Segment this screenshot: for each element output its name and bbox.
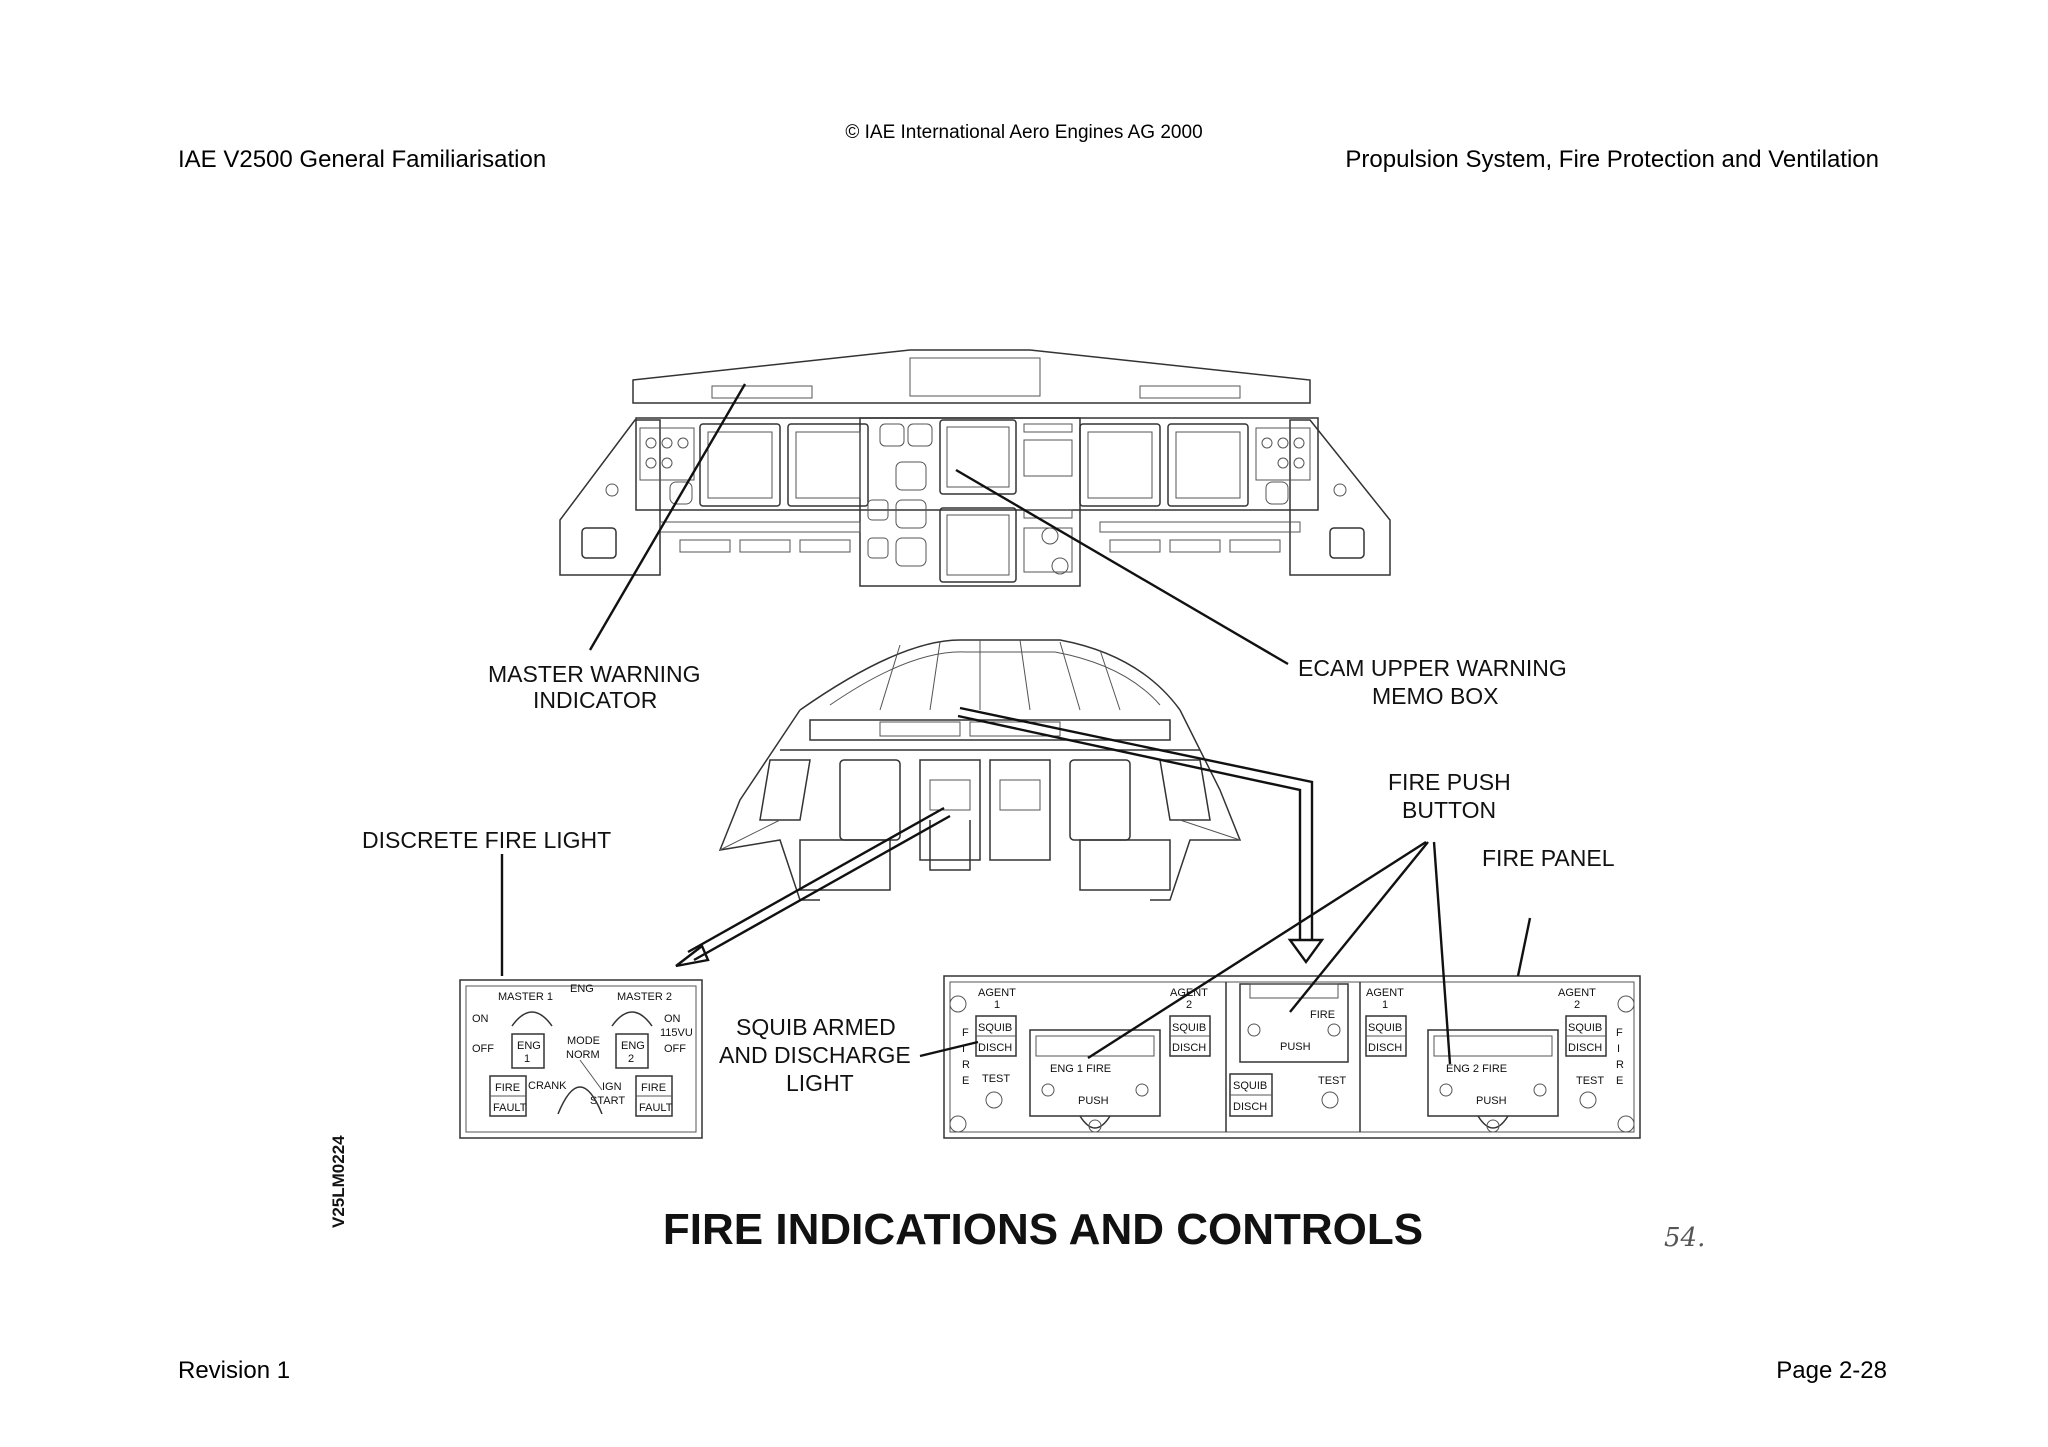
svg-text:IGN: IGN: [602, 1081, 622, 1093]
fire-panel: AGENT 1 AGENT 2 F I R E SQUIB DISCH SQUI…: [943, 975, 1641, 1139]
svg-text:OFF: OFF: [472, 1043, 494, 1055]
svg-text:NORM: NORM: [566, 1049, 600, 1061]
svg-text:PUSH: PUSH: [1280, 1041, 1311, 1053]
svg-text:R: R: [962, 1059, 970, 1071]
svg-text:ENG 1 FIRE: ENG 1 FIRE: [1050, 1063, 1111, 1075]
callout-fire-panel: FIRE PANEL: [1482, 845, 1615, 871]
svg-text:SQUIB: SQUIB: [1368, 1022, 1402, 1034]
footer-revision: Revision 1: [178, 1357, 291, 1384]
svg-text:SQUIB: SQUIB: [978, 1022, 1012, 1034]
svg-text:ENG: ENG: [570, 983, 594, 995]
svg-text:PUSH: PUSH: [1078, 1095, 1109, 1107]
instrument-panel-drawing: [559, 349, 1391, 587]
svg-text:AGENT: AGENT: [978, 987, 1016, 999]
svg-text:FIRE: FIRE: [641, 1082, 666, 1094]
svg-text:TEST: TEST: [982, 1073, 1010, 1085]
callout-fire-push-line1: FIRE PUSH: [1388, 769, 1511, 795]
svg-text:OFF: OFF: [664, 1043, 686, 1055]
svg-text:AGENT: AGENT: [1366, 987, 1404, 999]
svg-text:ON: ON: [472, 1013, 489, 1025]
svg-text:E: E: [962, 1075, 969, 1087]
callout-ecam-line1: ECAM UPPER WARNING: [1298, 655, 1567, 681]
footer-page-number: Page 2-28: [1776, 1357, 1887, 1384]
svg-text:2: 2: [1574, 999, 1580, 1011]
svg-text:E: E: [1616, 1075, 1623, 1087]
svg-text:SQUIB: SQUIB: [1568, 1022, 1602, 1034]
leader-lines: [500, 383, 1532, 1065]
svg-text:DISCH: DISCH: [1233, 1101, 1267, 1113]
svg-text:ENG 2 FIRE: ENG 2 FIRE: [1446, 1063, 1507, 1075]
svg-text:115VU: 115VU: [660, 1027, 693, 1039]
svg-text:FIRE: FIRE: [495, 1082, 520, 1094]
handwritten-note: 54.: [1664, 1223, 1705, 1253]
svg-text:1: 1: [994, 999, 1000, 1011]
svg-text:AGENT: AGENT: [1558, 987, 1596, 999]
svg-text:F: F: [1616, 1027, 1623, 1039]
svg-text:DISCH: DISCH: [1368, 1042, 1402, 1054]
engine-master-panel: ENG MASTER 1 MASTER 2 ON OFF ON 115VU OF…: [459, 979, 703, 1139]
svg-text:START: START: [590, 1095, 625, 1107]
svg-text:DISCH: DISCH: [1172, 1042, 1206, 1054]
svg-text:PUSH: PUSH: [1476, 1095, 1507, 1107]
svg-text:2: 2: [1186, 999, 1192, 1011]
figure-code: V25LM0224: [329, 1135, 348, 1228]
svg-text:DISCH: DISCH: [978, 1042, 1012, 1054]
svg-text:FAULT: FAULT: [493, 1102, 527, 1114]
svg-text:ENG: ENG: [621, 1040, 645, 1052]
svg-text:1: 1: [1382, 999, 1388, 1011]
svg-text:CRANK: CRANK: [528, 1080, 567, 1092]
callout-fire-push-line2: BUTTON: [1402, 797, 1496, 823]
copyright-notice: © IAE International Aero Engines AG 2000: [845, 122, 1203, 143]
callout-squib-line3: LIGHT: [786, 1070, 854, 1096]
svg-text:2: 2: [628, 1053, 634, 1065]
svg-text:FAULT: FAULT: [639, 1102, 673, 1114]
svg-text:ON: ON: [664, 1013, 681, 1025]
callout-discrete-fire-light: DISCRETE FIRE LIGHT: [362, 827, 611, 853]
svg-text:MODE: MODE: [567, 1035, 600, 1047]
svg-text:DISCH: DISCH: [1568, 1042, 1602, 1054]
svg-text:FIRE: FIRE: [1310, 1009, 1335, 1021]
figure-title: FIRE INDICATIONS AND CONTROLS: [663, 1205, 1423, 1254]
header-document-title: IAE V2500 General Familiarisation: [178, 146, 547, 173]
cockpit-perspective-drawing: [718, 639, 1242, 901]
svg-text:SQUIB: SQUIB: [1233, 1080, 1267, 1092]
svg-text:MASTER 1: MASTER 1: [498, 991, 553, 1003]
svg-text:I: I: [962, 1043, 965, 1055]
svg-text:ENG: ENG: [517, 1040, 541, 1052]
svg-text:TEST: TEST: [1576, 1075, 1604, 1087]
callout-ecam-line2: MEMO BOX: [1372, 683, 1499, 709]
svg-text:MASTER 2: MASTER 2: [617, 991, 672, 1003]
svg-text:1: 1: [524, 1053, 530, 1065]
callout-master-warning-line1: MASTER WARNING: [488, 661, 701, 687]
callout-master-warning-line2: INDICATOR: [533, 687, 657, 713]
svg-text:R: R: [1616, 1059, 1624, 1071]
svg-text:I: I: [1617, 1043, 1620, 1055]
callout-squib-line2: AND DISCHARGE: [719, 1042, 911, 1068]
svg-text:TEST: TEST: [1318, 1075, 1346, 1087]
svg-text:F: F: [962, 1027, 969, 1039]
header-section-title: Propulsion System, Fire Protection and V…: [1345, 146, 1879, 173]
svg-text:SQUIB: SQUIB: [1172, 1022, 1206, 1034]
callout-squib-line1: SQUIB ARMED: [736, 1014, 896, 1040]
